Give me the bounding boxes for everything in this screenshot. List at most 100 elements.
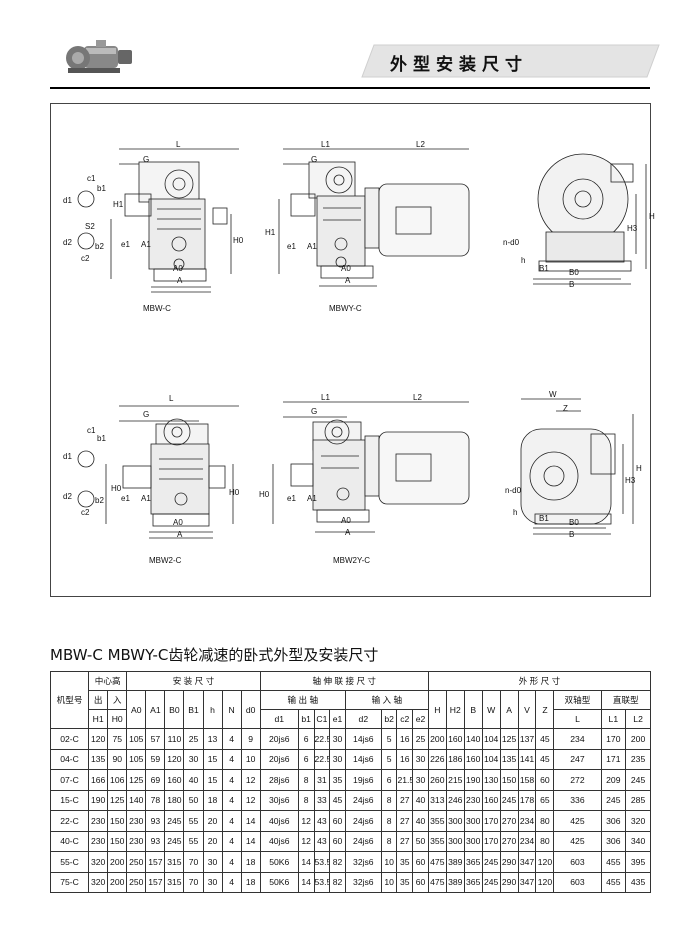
dim-label: G <box>311 407 318 416</box>
table-cell: 5 <box>380 748 398 770</box>
dim-label: B <box>569 280 575 289</box>
table-cell: 306 <box>600 830 627 852</box>
table-cell: 245 <box>499 789 519 811</box>
table-cell: 170 <box>481 830 501 852</box>
table-cell: 125 <box>107 789 128 811</box>
table-cell: 135 <box>499 748 519 770</box>
table-cell: 300 <box>463 810 483 832</box>
table-cell: 20js6 <box>259 728 299 750</box>
table-cell: 50 <box>183 789 204 811</box>
table-cell: 75 <box>107 728 128 750</box>
dim-label: c1 <box>87 426 96 435</box>
dim-label: L2 <box>413 393 422 402</box>
table-cell: 70 <box>183 871 204 893</box>
col-header: H <box>427 690 447 729</box>
table-cell: 125 <box>499 728 519 750</box>
table-cell: 313 <box>427 789 447 811</box>
table-cell: 120 <box>535 871 555 893</box>
table-cell: 14 <box>240 810 261 832</box>
table-cell: 230 <box>463 789 483 811</box>
header-input-shaft: 输 入 轴 <box>344 690 429 710</box>
table-cell: 315 <box>164 871 185 893</box>
table-cell: 8 <box>380 789 398 811</box>
table-cell: 245 <box>481 851 501 873</box>
dim-label: A <box>177 276 183 285</box>
header-outline: 外 形 尺 寸 <box>427 671 652 691</box>
table-cell: 30js6 <box>259 789 299 811</box>
table-cell: 160 <box>463 748 483 770</box>
dim-label: S2 <box>85 222 95 231</box>
table-cell: 35 <box>329 769 346 791</box>
table-cell: 10 <box>240 748 261 770</box>
table-cell: 12 <box>240 789 261 811</box>
col-header: h <box>202 690 223 729</box>
view-label: MBW-C <box>143 304 171 313</box>
table-cell: 8 <box>297 769 315 791</box>
table-cell: 4 <box>221 851 242 873</box>
table-cell: 40js6 <box>259 830 299 852</box>
view-label: MBW2-C <box>149 556 182 565</box>
table-cell: 27 <box>396 810 414 832</box>
table-cell: 43 <box>313 830 331 852</box>
table-cell: 245 <box>600 789 627 811</box>
table-cell: 137 <box>517 728 537 750</box>
table-cell: 200 <box>427 728 447 750</box>
col-header: H0 <box>107 709 128 729</box>
dim-label: L2 <box>416 140 425 149</box>
table-cell: 50K6 <box>259 851 299 873</box>
table-cell: 190 <box>88 789 109 811</box>
table-cell: 24js6 <box>344 810 382 832</box>
table-cell: 60 <box>535 769 555 791</box>
col-header: d2 <box>344 709 382 729</box>
table-cell: 140 <box>463 728 483 750</box>
table-cell: 82 <box>329 871 346 893</box>
table-cell: 230 <box>126 830 147 852</box>
table-cell: 235 <box>625 748 651 770</box>
table-cell: 315 <box>164 851 185 873</box>
dim-label: c2 <box>81 508 90 517</box>
table-cell: 157 <box>145 871 166 893</box>
drawing-frame: L G c1 b1 d1 S2 d2 b2 c2 e1 A1 A0 A H0 H… <box>50 103 655 597</box>
table-cell: 20 <box>202 810 223 832</box>
table-cell: 24js6 <box>344 830 382 852</box>
table-cell: 35 <box>396 851 414 873</box>
table-cell: 200 <box>107 871 128 893</box>
col-header: b1 <box>297 709 315 729</box>
col-header: B1 <box>183 690 204 729</box>
table-cell: 425 <box>553 810 602 832</box>
table-cell: 603 <box>553 851 602 873</box>
header-direct: 直联型 <box>600 690 651 710</box>
table-cell: 365 <box>463 851 483 873</box>
view-mbw2-c <box>77 405 239 539</box>
col-header: e1 <box>329 709 346 729</box>
table-cell: 13 <box>202 728 223 750</box>
table-cell: 8 <box>380 830 398 852</box>
table-cell: 53.5 <box>313 851 331 873</box>
dim-label: H <box>636 464 642 473</box>
view-end-top <box>533 153 647 285</box>
header-double-shaft: 双轴型 <box>553 690 602 710</box>
col-header: L <box>553 709 602 729</box>
header-in: 入 <box>107 690 128 710</box>
table-cell: 104 <box>481 748 501 770</box>
header-shaft: 轴 伸 联 接 尺 寸 <box>259 671 429 691</box>
dim-label: W <box>549 390 557 399</box>
dim-label: H0 <box>233 236 244 245</box>
table-cell: 40 <box>412 789 429 811</box>
table-cell: 70 <box>183 851 204 873</box>
table-cell: 16 <box>396 728 414 750</box>
col-header: L2 <box>625 709 651 729</box>
header-install: 安 装 尺 寸 <box>126 671 261 691</box>
table-cell: 6 <box>297 748 315 770</box>
table-cell: 160 <box>164 769 185 791</box>
table-cell: 8 <box>297 789 315 811</box>
table-cell: 365 <box>463 871 483 893</box>
model-cell: 75-C <box>49 871 90 893</box>
dim-label: e1 <box>287 242 296 251</box>
col-header: V <box>517 690 537 729</box>
header-rule <box>50 87 650 89</box>
table-cell: 395 <box>625 851 651 873</box>
col-header: A0 <box>126 690 147 729</box>
